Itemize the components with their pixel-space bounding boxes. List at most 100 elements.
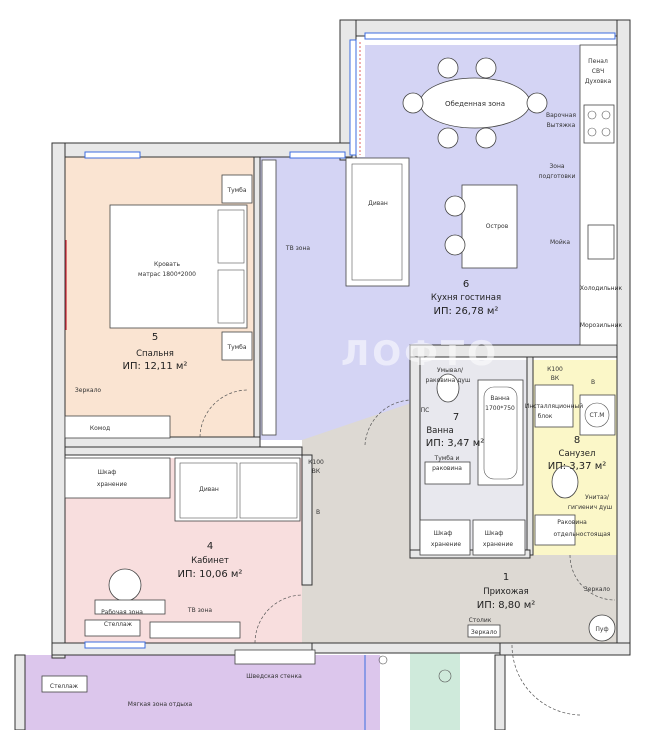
dining-chair	[475, 57, 497, 79]
bathtub	[477, 379, 524, 486]
office-door	[254, 594, 303, 644]
wc-b-label: В	[591, 379, 595, 386]
island	[461, 184, 518, 269]
wc-room-number: 8	[574, 435, 580, 446]
lounge-fill	[20, 655, 380, 730]
swedish-wall	[234, 649, 316, 665]
hall-wardrobe-2	[472, 519, 526, 556]
dining-chair	[437, 127, 459, 149]
dining-chair	[437, 57, 459, 79]
hall-furniture	[419, 519, 616, 642]
swedish-wall-label: Шведская стенка	[246, 673, 302, 680]
microwave-label: СВЧ	[592, 68, 604, 75]
office-chair	[108, 568, 142, 602]
window-bedroom	[84, 151, 141, 159]
kitchen-counter	[579, 44, 618, 346]
sink-label: Мойка	[550, 239, 570, 246]
kitchen-room-number: 6	[463, 279, 469, 290]
dresser-label: Комод	[90, 425, 110, 432]
hall-console	[467, 624, 501, 638]
island-label: Остров	[486, 223, 509, 230]
vanity-label: Тумба и	[434, 455, 460, 462]
labels: Обеденная зона Пенал СВЧ Духовка Варочна…	[50, 58, 623, 708]
vanity-label-2: раковина	[432, 465, 462, 472]
wc-k100-label: К100	[547, 366, 563, 373]
kitchen-sink	[587, 224, 615, 260]
nightstand-top	[221, 174, 253, 204]
wc-toilet-label: Унитаз/	[585, 494, 610, 501]
window-kitchen-bottom	[289, 151, 346, 159]
bathtub-label: Ванна	[490, 395, 510, 402]
bath-room-number: 7	[453, 412, 459, 423]
bath-door	[364, 399, 411, 446]
soft-zone-label: Мягкая зона отдыха	[128, 701, 193, 708]
dining-chair	[402, 92, 424, 114]
bedroom-room-number: 5	[152, 332, 158, 343]
penal-label: Пенал	[588, 58, 608, 65]
install-block-label: Инсталляционный	[525, 403, 583, 410]
hall-wardrobe-2-label: Шкаф	[485, 530, 504, 537]
bath-room-area: ИП: 3,47 м²	[426, 438, 485, 449]
kitchen-furniture	[261, 44, 618, 436]
bed-label: Кровать	[154, 261, 180, 268]
island-stool	[444, 195, 466, 217]
prep-zone-label-2: подготовки	[539, 173, 576, 180]
bedroom-room-name: Спальня	[136, 349, 174, 359]
bedroom-door	[199, 389, 249, 438]
freezer-label: Морозильник	[580, 322, 623, 329]
office-room-number: 4	[207, 541, 213, 552]
office-wardrobe-label-2: хранение	[97, 481, 127, 488]
hall-wardrobe-1-label-2: хранение	[431, 541, 461, 548]
office-shelving-label: Стеллаж	[104, 621, 133, 628]
dining-zone-label: Обеденная зона	[445, 100, 505, 108]
kitchen-sofa	[345, 157, 410, 287]
wc-room-area: ИП: 3,37 м²	[548, 461, 607, 472]
bathtub-size-label: 1700*750	[485, 405, 515, 412]
hall-fill	[302, 400, 620, 645]
lounge-shelving	[41, 675, 88, 693]
office-sofa-label: Диван	[199, 486, 219, 493]
hood-label: Вытяжка	[547, 122, 576, 129]
lounge-shelving-label: Стеллаж	[50, 683, 79, 690]
lounge-furniture	[41, 649, 452, 730]
bath-furniture	[424, 373, 616, 546]
green-strip-fill	[410, 650, 460, 730]
wc-vk-label: ВК	[551, 375, 560, 382]
hall-room-area: ИП: 8,80 м²	[477, 600, 536, 611]
toilet-bath	[436, 373, 460, 403]
washer-label: СТ.М	[590, 412, 605, 419]
wc-sink-label-2: отдельностоящая	[554, 531, 611, 538]
vanity	[424, 461, 471, 485]
wc-toilet-label-2: гигиенич душ	[568, 504, 612, 511]
pouf	[588, 614, 616, 642]
bedroom-furniture	[64, 174, 253, 439]
office-b-label: В	[316, 509, 320, 516]
office-wardrobe	[64, 457, 171, 499]
office-vk-label: ВК	[312, 468, 321, 475]
office-tv-zone-label: ТВ зона	[187, 607, 212, 614]
bed	[109, 204, 248, 329]
wc-room-name: Санузел	[559, 449, 596, 459]
bedroom-mirror-label: Зеркало	[75, 387, 101, 394]
dining-chair	[526, 92, 548, 114]
room-tags: 6 Кухня гостиная ИП: 26,78 м² 5 Спальня …	[123, 279, 607, 611]
office-tv-unit	[149, 621, 241, 639]
hall-room-number: 1	[503, 572, 509, 583]
office-room-area: ИП: 10,06 м²	[178, 569, 243, 580]
install-block	[534, 384, 574, 428]
work-zone-label: Рабочая зона	[101, 609, 143, 616]
cooktop	[583, 104, 615, 144]
wc-sink	[534, 514, 576, 546]
bath-room-name: Ванна	[426, 426, 453, 436]
kitchen-tv-zone-label: ТВ зона	[285, 245, 310, 252]
office-furniture	[64, 457, 301, 639]
kitchen-room-area: ИП: 26,78 м²	[434, 306, 499, 317]
nightstand-bottom	[221, 331, 253, 361]
hall-wardrobe-2-label-2: хранение	[483, 541, 513, 548]
prep-zone-label: Зона	[549, 163, 564, 170]
fridge-label: Холодильник	[580, 285, 623, 292]
office-k100-label: К100	[308, 459, 324, 466]
bedroom-room-area: ИП: 12,11 м²	[123, 361, 188, 372]
bath-sink-label-2: раковина душ	[426, 377, 471, 384]
